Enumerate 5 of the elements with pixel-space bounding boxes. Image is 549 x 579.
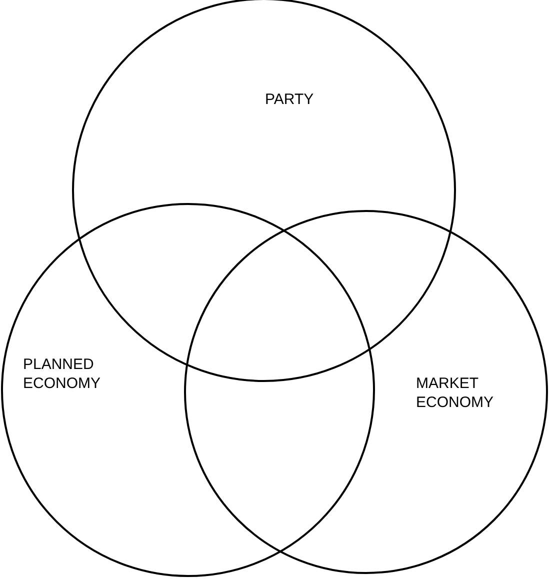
circle-label: PARTY	[265, 90, 315, 109]
circle-label: MARKET ECONOMY	[416, 374, 495, 412]
circle-label: PLANNED ECONOMY	[23, 355, 102, 393]
venn-circle	[1, 203, 375, 577]
venn-circle	[184, 210, 548, 574]
